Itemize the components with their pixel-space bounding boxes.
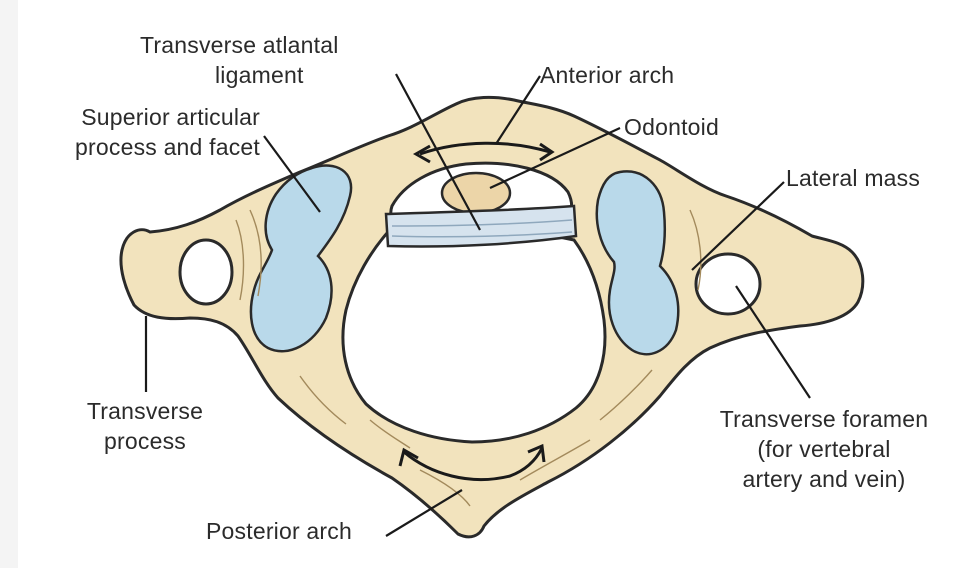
vertebral-foramen bbox=[341, 229, 607, 444]
label-superior-articular-process: Superior articular process and facet bbox=[75, 104, 260, 160]
label-anterior-arch: Anterior arch bbox=[540, 62, 675, 88]
leader-lines bbox=[144, 73, 811, 537]
label-posterior-arch: Posterior arch bbox=[206, 518, 352, 544]
transverse-foramen-right bbox=[694, 252, 762, 316]
label-lateral-mass: Lateral mass bbox=[786, 165, 921, 191]
superior-articular-facet-right bbox=[595, 170, 680, 356]
label-odontoid: Odontoid bbox=[624, 114, 719, 140]
label-transverse-foramen: Transverse foramen (for vertebral artery… bbox=[719, 406, 929, 492]
posterior-arch-arrow bbox=[398, 443, 546, 482]
bone-shading bbox=[235, 209, 702, 507]
superior-articular-facet-left bbox=[249, 164, 353, 353]
label-transverse-process: Transverse process bbox=[86, 398, 204, 454]
label-transverse-atlantal-ligament: Transverse atlantal ligament bbox=[140, 32, 339, 88]
transverse-foramen-left bbox=[178, 238, 234, 306]
anterior-arch-arrow bbox=[412, 141, 555, 164]
